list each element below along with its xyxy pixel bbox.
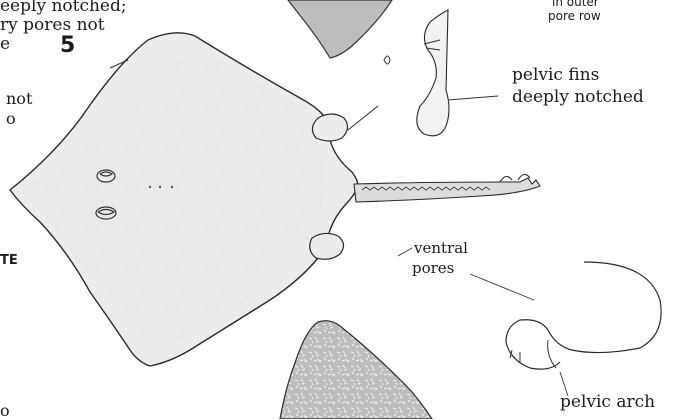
pelvic-arch-inner <box>510 340 556 368</box>
ray-body-shading <box>20 50 325 355</box>
ventral-pores-label-line-2: pores <box>412 260 454 277</box>
lower-pelvic-fin <box>310 233 344 259</box>
upper-pelvic-fin <box>312 114 347 141</box>
ventral-pores-leader <box>470 274 534 300</box>
top-left-caption-line-2: ry pores not <box>0 16 105 36</box>
pelvic-fins-leader <box>448 96 498 100</box>
upper-disc-fragment <box>288 0 392 58</box>
clasper-line <box>348 106 378 130</box>
ventral-pores-label-line-1: ventral <box>414 240 468 257</box>
pelvic-arch-label: pelvic arch <box>560 393 655 413</box>
pelvic-fin-detail-upper <box>417 10 449 136</box>
outer-pore-label-line-2: pore row <box>548 10 601 24</box>
top-left-caption-line-3: e <box>0 35 10 55</box>
figure-number: 5 <box>60 33 75 58</box>
left-fragment-line-2: o <box>6 110 16 128</box>
te-fragment: TE <box>0 254 18 269</box>
ventral-leader-top <box>398 248 412 256</box>
ray-tail <box>354 178 540 202</box>
pelvic-fins-label-line-2: deeply notched <box>512 88 644 108</box>
bottom-left-fragment-line-2: o <box>0 402 10 420</box>
pelvic-arch-detail <box>506 262 661 369</box>
lower-disc-fragment <box>280 321 432 419</box>
pelvic-fins-label-line-1: pelvic fins <box>512 66 599 86</box>
left-fragment-line-1: not <box>6 90 32 108</box>
